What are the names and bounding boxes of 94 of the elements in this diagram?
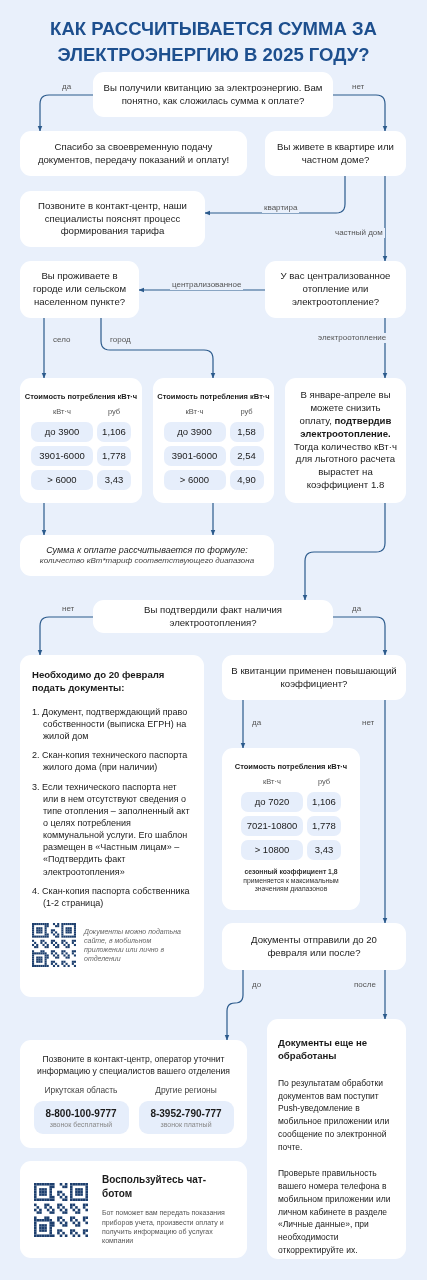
contact-card bbox=[20, 1040, 247, 1148]
table-cell: до 3900 bbox=[31, 422, 93, 443]
table-cell: > 6000 bbox=[163, 470, 226, 491]
node-text: Вы получили квитанцию за электроэнергию. Вам понятно, как сложилась сумма к оплате? bbox=[102, 81, 324, 108]
table-cell: 3901-6000 bbox=[31, 446, 93, 467]
title: КАК РАССЧИТЫВАЕТСЯ СУММА ЗА ЭЛЕКТРОЭНЕРГИЮ В 2025 ГОДУ? bbox=[49, 17, 378, 67]
question-box bbox=[20, 261, 139, 318]
question-box bbox=[265, 131, 406, 176]
info-box bbox=[285, 378, 406, 503]
edge-label: после bbox=[352, 980, 378, 990]
tariff-table-card bbox=[153, 378, 274, 503]
question-box bbox=[93, 600, 333, 633]
arrow bbox=[37, 616, 94, 656]
node-text: Позвоните в контакт-центр, оператор уточнит информацию у специалистов вашего отделения bbox=[36, 1054, 231, 1078]
table-cell: 1,58 bbox=[229, 422, 264, 443]
node-text: Вы живете в квартире или частном доме? bbox=[276, 140, 395, 167]
tariff-table-card bbox=[20, 378, 142, 503]
section-heading: Необходимо до 20 февраля подать документы: bbox=[32, 669, 166, 695]
node-text: Спасибо за своевременную подачу документов, передачу показаний и оплату! bbox=[36, 140, 231, 167]
table-cell: 1,778 bbox=[97, 446, 131, 467]
table-cell: 3901-6000 bbox=[163, 446, 226, 467]
table-cell: > 6000 bbox=[31, 470, 93, 491]
arrow bbox=[138, 287, 266, 293]
node-text: У вас централизованное отопление или электроотопление? bbox=[279, 270, 392, 309]
table-cell: до 7020 bbox=[241, 792, 303, 813]
table-cell: 3,43 bbox=[97, 470, 131, 491]
edge-label: до bbox=[250, 980, 264, 990]
arrow bbox=[204, 175, 346, 216]
edge-label: село bbox=[51, 335, 73, 345]
list-item: 3. Если технического паспорта нет или в нем отсутствуют сведения о типе отопления – заполненный акт о целях потребления коммунальной услуги. Его шаблон размещен в «Частным лицам» – «Подтвердить факт электроотопления» bbox=[32, 780, 191, 878]
question-box bbox=[265, 261, 406, 318]
tariff-table-card bbox=[222, 748, 360, 910]
arrow bbox=[332, 94, 388, 132]
section-heading: Воспользуйтесь чат-ботом bbox=[102, 1173, 207, 1201]
arrow bbox=[382, 317, 388, 379]
edge-label: квартира bbox=[262, 203, 300, 213]
arrow bbox=[382, 175, 388, 262]
edge-label: электроотопление bbox=[316, 333, 389, 343]
table-cell: 1,778 bbox=[307, 816, 341, 837]
list-item: 1. Документ, подтверждающий право собственности (выписка ЕГРН) на жилой дом bbox=[32, 705, 189, 743]
paragraph: По результатам обработки документов вам поступит Push-уведомление в мобильное приложении или сообщение по электронной почте. bbox=[278, 1076, 391, 1154]
table-cell: 7021-10800 bbox=[241, 816, 303, 837]
node-text: В январе-апреле вы можете снизить оплату, подтвердив электроотопление. Тогда количество кВт·ч для льготного расчета вырастет на коэффициент 1.8 bbox=[293, 388, 398, 493]
arrow bbox=[382, 969, 388, 1020]
edge-label: да bbox=[250, 718, 264, 728]
arrow bbox=[332, 616, 388, 656]
node-text: Позвоните в контакт-центр, наши специалисты пояснят процесс формирования тарифа bbox=[37, 199, 188, 239]
edge-label: да bbox=[60, 82, 74, 92]
documents-card bbox=[20, 655, 204, 997]
status-card bbox=[267, 1019, 406, 1259]
arrow bbox=[302, 502, 386, 601]
table-cell: 1,106 bbox=[97, 422, 131, 443]
arrow bbox=[224, 969, 244, 1041]
arrow bbox=[41, 317, 47, 379]
list-item: 4. Скан-копия паспорта собственника (1-2 страница) bbox=[32, 884, 191, 909]
table-cell: 3,43 bbox=[307, 840, 341, 861]
phone-number: 8-3952-790-777 bbox=[149, 1106, 223, 1121]
arrow bbox=[382, 699, 388, 924]
edge-label: нет bbox=[60, 604, 77, 614]
region-label: Иркутская область bbox=[43, 1085, 119, 1097]
list-item: 2. Скан-копия технического паспорта жилого дома (при наличии) bbox=[32, 749, 189, 774]
info-box bbox=[20, 131, 247, 176]
chatbot-card bbox=[20, 1161, 247, 1258]
info-box bbox=[20, 191, 205, 247]
table-cell: до 3900 bbox=[163, 422, 226, 443]
section-heading: Документы еще не обработаны bbox=[278, 1037, 369, 1063]
phone-number: 8-800-100-9777 bbox=[44, 1106, 118, 1121]
formula-text: Сумма к оплате рассчитывается по формуле: bbox=[46, 544, 248, 557]
node-text: Вы подтвердили факт наличия электроотопления? bbox=[143, 603, 283, 630]
arrow bbox=[240, 699, 246, 749]
paragraph: Проверьте правильность вашего номера телефона в мобильном приложении или личном кабинете в разделе «Личные данные», при необходимости откорректируйте их. bbox=[278, 1167, 392, 1257]
edge-label: централизованное bbox=[170, 280, 244, 290]
table-cell: 1,106 bbox=[307, 792, 341, 813]
arrow bbox=[100, 317, 216, 379]
question-box bbox=[93, 72, 333, 117]
edge-label: город bbox=[108, 335, 133, 345]
edge-label: частный дом bbox=[333, 228, 385, 238]
region-label: Другие регионы bbox=[154, 1085, 218, 1097]
node-text: Документы отправили до 20 февраля или после? bbox=[250, 933, 378, 960]
arrow bbox=[210, 502, 216, 536]
question-box bbox=[222, 923, 406, 970]
formula-text: количество кВт*тариф соответствующего диапазона bbox=[39, 556, 255, 567]
edge-label: да bbox=[350, 604, 364, 614]
edge-label: нет bbox=[350, 82, 367, 92]
question-box bbox=[222, 655, 406, 700]
node-text: В квитанции применен повышающий коэффициент? bbox=[230, 664, 398, 691]
arrow bbox=[37, 94, 94, 132]
edge-label: нет bbox=[360, 718, 377, 728]
arrow bbox=[41, 502, 47, 536]
table-cell: 4,90 bbox=[229, 470, 264, 491]
formula-box bbox=[20, 535, 274, 576]
table-cell: > 10800 bbox=[241, 840, 303, 861]
table-cell: 2,54 bbox=[229, 446, 264, 467]
node-text: Вы проживаете в городе или сельском населенном пункте? bbox=[31, 270, 128, 309]
